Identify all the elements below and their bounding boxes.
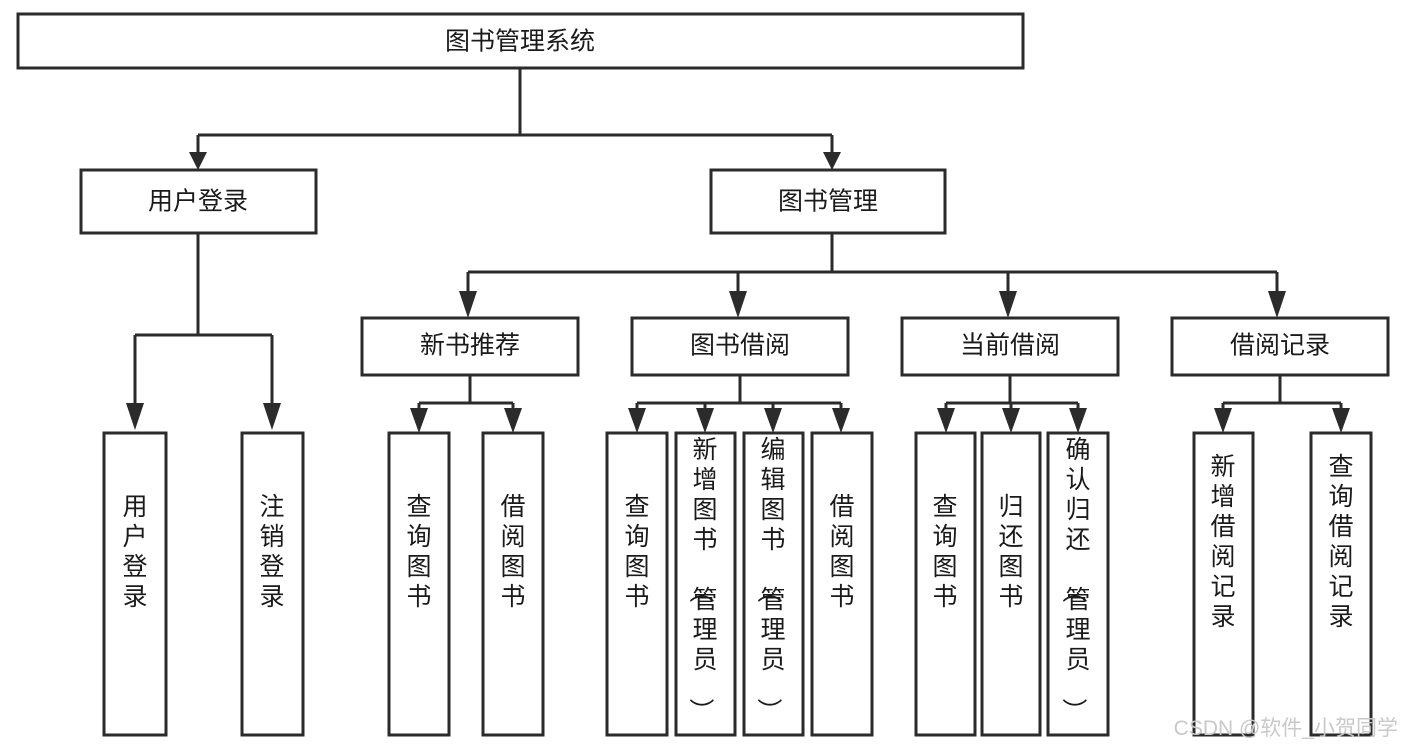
node-leaf-add-book-box[interactable]	[674, 431, 737, 737]
node-book-borrow-label: 图书借阅	[690, 332, 790, 360]
node-leaf-confirm-return-label: 确认归还（管理员）	[1059, 436, 1090, 723]
node-user-login[interactable]: 用户登录	[79, 168, 318, 235]
node-leaf-query-book-2-box[interactable]	[605, 431, 669, 737]
node-leaf-return-book-box[interactable]	[980, 431, 1042, 737]
arrowhead-leaf-add-book	[696, 408, 714, 433]
node-root-box[interactable]	[16, 12, 1025, 70]
node-leaf-add-record-box[interactable]	[1192, 431, 1255, 737]
node-user-login-box[interactable]	[79, 168, 318, 235]
node-leaf-query-book-2[interactable]: 查询图书	[605, 431, 669, 737]
node-leaf-query-book-2-label: 查询图书	[624, 493, 649, 611]
node-leaf-query-record-box[interactable]	[1309, 431, 1373, 737]
arrowhead-leaf-query-record	[1332, 408, 1350, 433]
node-current-borrow-label: 当前借阅	[960, 332, 1060, 360]
node-leaf-query-record-label: 查询借阅记录	[1328, 453, 1353, 631]
node-leaf-user-logout-box[interactable]	[240, 431, 305, 737]
node-current-borrow[interactable]: 当前借阅	[900, 316, 1120, 377]
node-leaf-return-book-label: 归还图书	[998, 493, 1023, 611]
node-leaf-edit-book[interactable]: 编辑图书（管理员）	[742, 431, 805, 737]
node-leaf-user-login[interactable]: 用户登录	[102, 431, 168, 737]
arrowhead-leaf-add-record	[1214, 408, 1232, 433]
node-leaf-query-record[interactable]: 查询借阅记录	[1309, 431, 1373, 737]
node-new-book-recommend-label: 新书推荐	[420, 332, 520, 360]
node-leaf-borrow-book-2-box[interactable]	[810, 431, 874, 737]
node-leaf-add-record-label: 新增借阅记录	[1210, 453, 1235, 631]
connector-layer	[126, 68, 1350, 433]
node-leaf-query-book-3-label: 查询图书	[932, 493, 957, 611]
node-leaf-user-logout-label: 注销登录	[259, 493, 284, 611]
node-leaf-borrow-book-1[interactable]: 借阅图书	[481, 431, 545, 737]
arrowhead-leaf-query-book-2	[628, 408, 646, 433]
node-borrow-record[interactable]: 借阅记录	[1170, 316, 1390, 377]
node-book-borrow-box[interactable]	[630, 316, 850, 377]
node-leaf-confirm-return[interactable]: 确认归还（管理员）	[1046, 431, 1110, 737]
node-book-manage-label: 图书管理	[778, 188, 878, 216]
arrowhead-leaf-confirm-return	[1069, 408, 1087, 433]
node-leaf-edit-book-box[interactable]	[742, 431, 805, 737]
node-borrow-record-label: 借阅记录	[1230, 332, 1330, 360]
node-leaf-query-book-1-label: 查询图书	[406, 493, 431, 611]
node-leaf-add-book-label: 新增图书（管理员）	[686, 436, 717, 723]
arrowhead-book-borrow	[729, 291, 747, 318]
node-leaf-user-logout[interactable]: 注销登录	[240, 431, 305, 737]
node-leaf-borrow-book-1-label: 借阅图书	[500, 493, 525, 611]
arrowhead-leaf-user-logout	[263, 403, 281, 430]
node-leaf-return-book[interactable]: 归还图书	[980, 431, 1042, 737]
node-book-manage-box[interactable]	[709, 168, 947, 235]
node-leaf-confirm-return-box[interactable]	[1046, 431, 1110, 737]
arrowhead-current-borrow	[999, 291, 1017, 318]
csdn-watermark: CSDN @软件_小贺同学	[1174, 717, 1398, 740]
node-root[interactable]: 图书管理系统	[16, 12, 1025, 70]
node-leaf-query-book-3[interactable]: 查询图书	[914, 431, 977, 737]
node-new-book-recommend-box[interactable]	[360, 316, 580, 377]
node-leaf-add-book[interactable]: 新增图书（管理员）	[674, 431, 737, 737]
node-book-borrow[interactable]: 图书借阅	[630, 316, 850, 377]
node-book-manage[interactable]: 图书管理	[709, 168, 947, 235]
node-leaf-borrow-book-2[interactable]: 借阅图书	[810, 431, 874, 737]
node-borrow-record-box[interactable]	[1170, 316, 1390, 377]
node-leaf-borrow-book-2-label: 借阅图书	[829, 493, 854, 611]
arrowhead-leaf-return-book	[1002, 408, 1020, 433]
arrowhead-user-login	[189, 152, 207, 170]
arrowhead-borrow-record	[1268, 291, 1286, 318]
node-leaf-query-book-1[interactable]: 查询图书	[387, 431, 451, 737]
arrowhead-leaf-borrow-book-2	[832, 408, 850, 433]
arrowhead-leaf-query-book-3	[937, 408, 955, 433]
node-leaf-query-book-3-box[interactable]	[914, 431, 977, 737]
node-leaf-edit-book-label: 编辑图书（管理员）	[754, 436, 785, 723]
node-new-book-recommend[interactable]: 新书推荐	[360, 316, 580, 377]
arrowhead-leaf-user-login	[126, 403, 144, 430]
arrowhead-leaf-edit-book	[764, 408, 782, 433]
node-leaf-query-book-1-box[interactable]	[387, 431, 451, 737]
node-user-login-label: 用户登录	[148, 188, 248, 216]
arrowhead-leaf-borrow-book-1	[504, 408, 522, 433]
node-leaf-user-login-label: 用户登录	[122, 493, 147, 611]
arrowhead-leaf-query-book-1	[410, 408, 428, 433]
node-root-label: 图书管理系统	[445, 28, 595, 56]
arrowhead-new-book-recommend	[459, 291, 477, 318]
node-current-borrow-box[interactable]	[900, 316, 1120, 377]
node-leaf-user-login-box[interactable]	[102, 431, 168, 737]
node-leaf-borrow-book-1-box[interactable]	[481, 431, 545, 737]
arrowhead-book-manage	[823, 152, 841, 170]
node-leaf-add-record[interactable]: 新增借阅记录	[1192, 431, 1255, 737]
